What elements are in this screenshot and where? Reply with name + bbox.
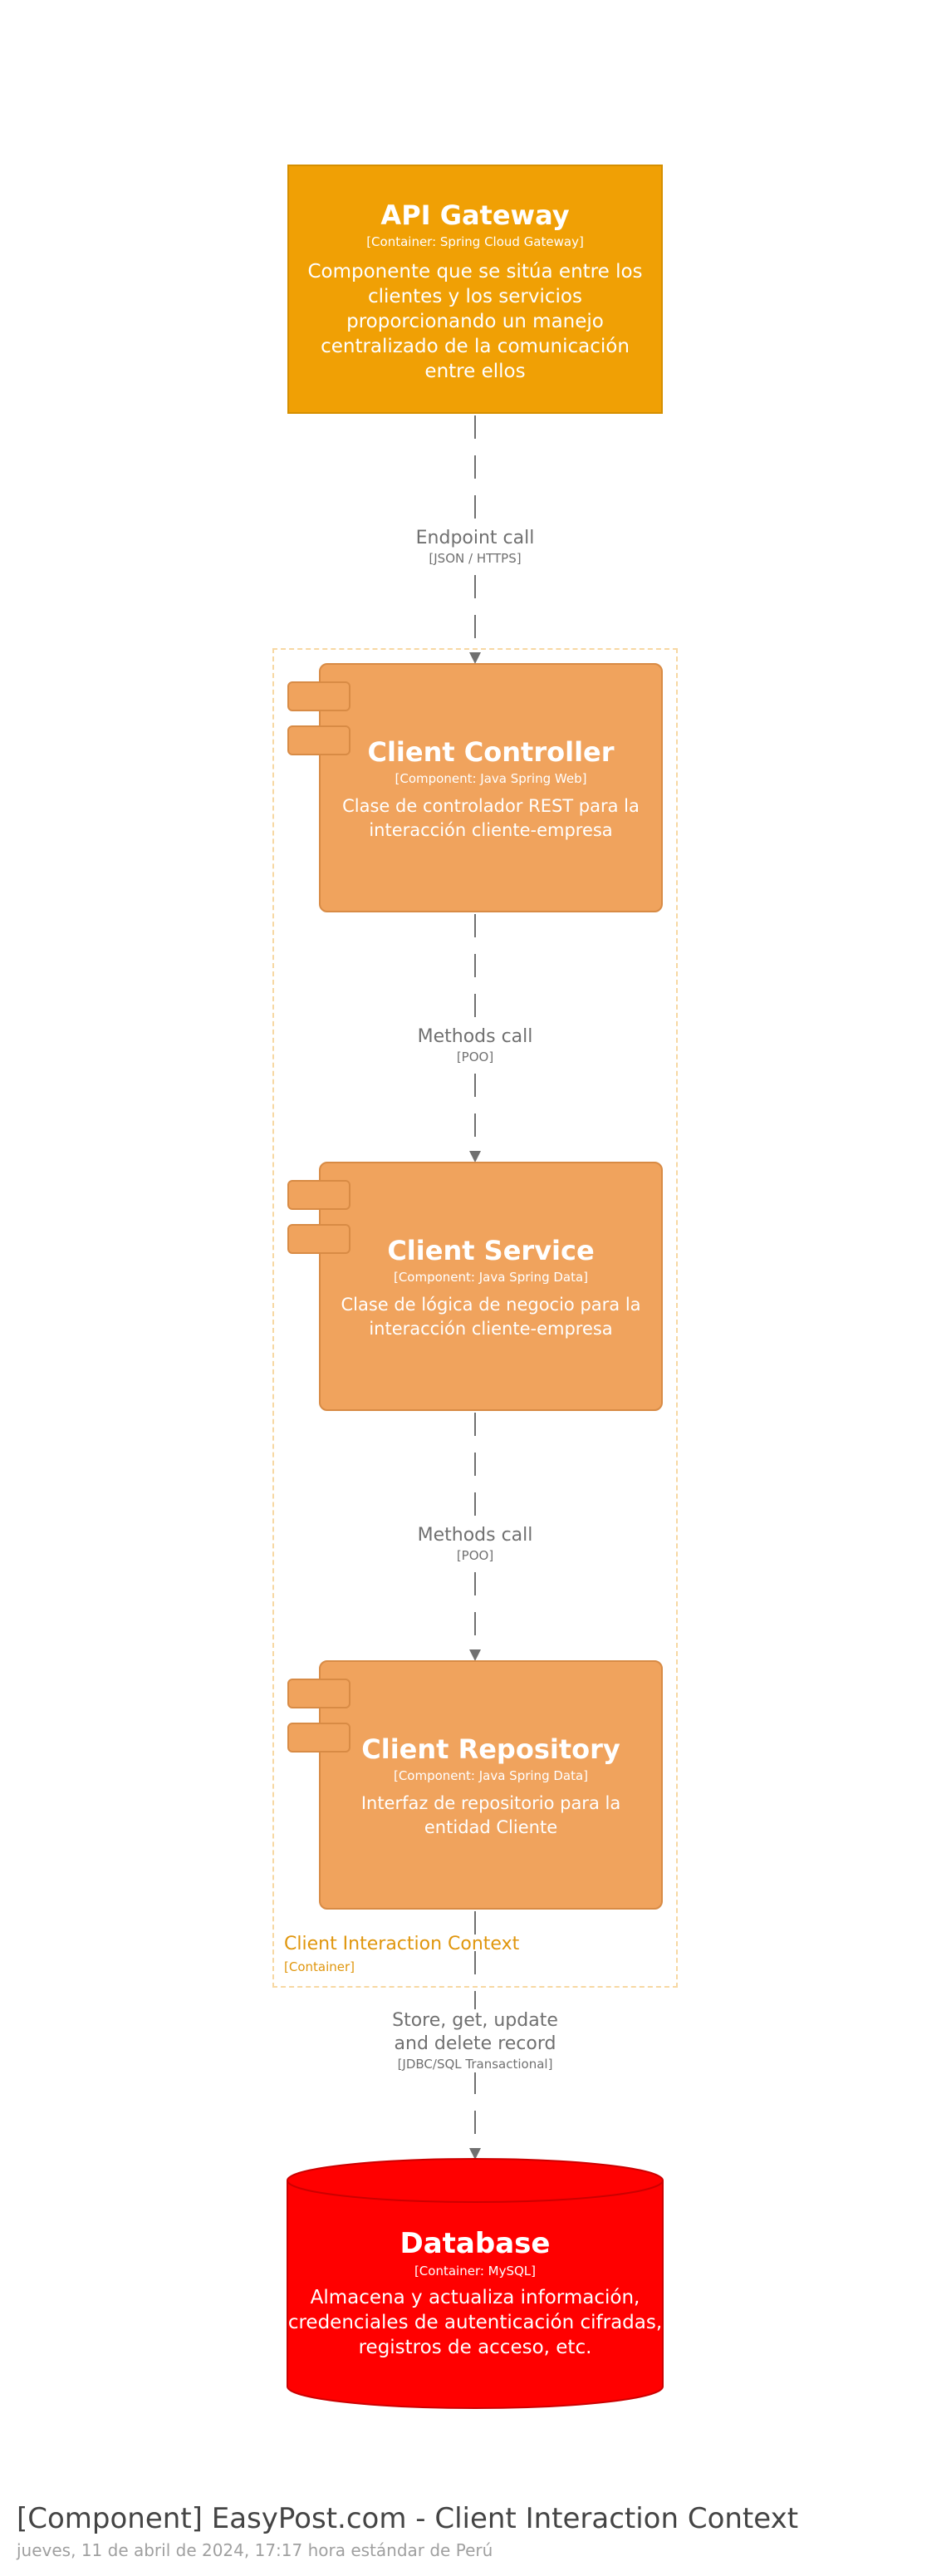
relation-label-endpoint-call: Endpoint call [JSON / HTTPS] — [375, 527, 575, 567]
component-description: Clase de lógica de negocio para la inter… — [341, 1295, 641, 1339]
database-technology: [Container: MySQL] — [414, 2264, 537, 2279]
diagram-date: jueves, 11 de abril de 2024, 17:17 hora … — [17, 2540, 493, 2560]
relation-label: Methods call — [417, 1026, 533, 1047]
relation-label-store-records: Store, get, update and delete record [JD… — [375, 2009, 575, 2072]
component-tab-icon — [287, 1180, 350, 1210]
relation-label: Endpoint call — [415, 528, 535, 548]
component-technology: [Component: Java Spring Web] — [395, 771, 587, 786]
component-tab-icon — [287, 1224, 350, 1254]
database-title: Database — [400, 2227, 551, 2260]
relation-technology: [POO] — [456, 1050, 494, 1064]
relation-label: Store, get, update and delete record — [392, 2010, 558, 2054]
component-tab-icon — [287, 1723, 350, 1753]
api-gateway-box[interactable]: API Gateway [Container: Spring Cloud Gat… — [287, 165, 663, 414]
gateway-technology: [Container: Spring Cloud Gateway] — [366, 234, 584, 249]
component-tab-icon — [287, 725, 350, 755]
component-description: Clase de controlador REST para la intera… — [342, 796, 640, 840]
boundary-technology: [Container] — [284, 1959, 355, 1974]
component-title: Client Controller — [367, 736, 615, 768]
component-tab-icon — [287, 1679, 350, 1708]
relation-label-methods-call: Methods call [POO] — [375, 1025, 575, 1065]
relation-technology: [JDBC/SQL Transactional] — [397, 2057, 553, 2072]
relation-label: Methods call — [417, 1525, 533, 1546]
gateway-description: Componente que se sitúa entre los client… — [307, 261, 643, 382]
component-description: Interfaz de repositorio para la entidad … — [360, 1793, 621, 1837]
database-cylinder — [287, 2158, 664, 2409]
client-service-box[interactable]: Client Service [Component: Java Spring D… — [319, 1162, 663, 1411]
relation-technology: [POO] — [456, 1548, 494, 1563]
relation-label-methods-call: Methods call [POO] — [375, 1524, 575, 1564]
relation-technology: [JSON / HTTPS] — [429, 551, 522, 566]
component-technology: [Component: Java Spring Data] — [393, 1768, 589, 1783]
client-repository-box[interactable]: Client Repository [Component: Java Sprin… — [319, 1660, 663, 1910]
gateway-title: API Gateway — [380, 199, 570, 231]
container-boundary — [272, 648, 678, 1988]
component-title: Client Service — [387, 1235, 595, 1266]
component-technology: [Component: Java Spring Data] — [393, 1270, 589, 1285]
diagram-title: [Component] EasyPost.com - Client Intera… — [17, 2502, 799, 2535]
component-title: Client Repository — [361, 1733, 620, 1765]
component-tab-icon — [287, 681, 350, 711]
database-description: Almacena y actualiza información, creden… — [287, 2287, 663, 2358]
client-controller-box[interactable]: Client Controller [Component: Java Sprin… — [319, 663, 663, 912]
database-box[interactable]: Database [Container: MySQL] Almacena y a… — [287, 2227, 663, 2360]
boundary-label: Client Interaction Context — [284, 1934, 520, 1954]
